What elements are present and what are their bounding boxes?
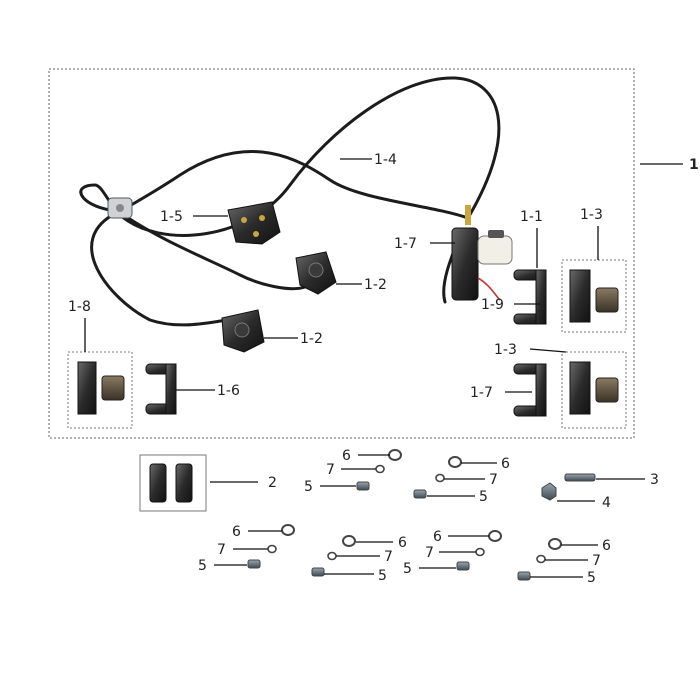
label-4: 4	[602, 495, 611, 511]
brake-hoses	[79, 76, 501, 327]
label-1-8: 1-8	[68, 299, 91, 315]
label-g5-5: 5	[403, 561, 412, 577]
label-1-2-upper: 1-2	[364, 277, 387, 293]
bracket-right-top	[513, 269, 547, 325]
label-1-3-top: 1-3	[580, 207, 603, 223]
label-assembly: 1	[689, 157, 699, 173]
bracket-left	[145, 363, 177, 415]
label-g1-6: 6	[342, 448, 351, 464]
label-g1-5: 5	[304, 479, 313, 495]
label-3: 3	[650, 472, 659, 488]
label-g3-6: 6	[232, 524, 241, 540]
label-1-5: 1-5	[160, 209, 183, 225]
label-g1-7: 7	[326, 462, 335, 478]
label-1-7-bottom: 1-7	[470, 385, 493, 401]
label-g3-7: 7	[217, 542, 226, 558]
label-1-3-bottom: 1-3	[494, 342, 517, 358]
bushings-box	[139, 454, 207, 512]
bracket-right-bottom	[513, 363, 547, 417]
label-g4-7: 7	[384, 549, 393, 565]
label-1-7-top: 1-7	[394, 236, 417, 252]
master-cylinder	[451, 205, 513, 301]
label-2: 2	[268, 475, 277, 491]
hardware-parts	[247, 449, 596, 581]
pads-left-group	[67, 351, 133, 429]
pads-right-top-group	[561, 259, 627, 333]
hose-tee-fitting	[107, 197, 133, 219]
label-1-4: 1-4	[374, 152, 397, 168]
label-g6-5: 5	[587, 570, 596, 586]
caliper-front-left	[227, 201, 281, 245]
label-g2-5: 5	[479, 489, 488, 505]
pads-right-bottom-group	[561, 351, 627, 429]
label-g4-5: 5	[378, 568, 387, 584]
assembly-frame	[48, 68, 635, 439]
label-g4-6: 6	[398, 535, 407, 551]
label-1-2-lower: 1-2	[300, 331, 323, 347]
label-g6-7: 7	[592, 553, 601, 569]
caliper-upper	[295, 251, 337, 295]
label-g2-6: 6	[501, 456, 510, 472]
label-g6-6: 6	[602, 538, 611, 554]
label-1-9: 1-9	[481, 297, 504, 313]
label-g5-7: 7	[425, 545, 434, 561]
label-g2-7: 7	[489, 472, 498, 488]
leader-lines	[84, 158, 683, 578]
label-1-6: 1-6	[217, 383, 240, 399]
caliper-lower	[221, 309, 265, 353]
label-g5-6: 6	[433, 529, 442, 545]
callout-labels: 1 1-5 1-4 1-2 1-2 1-6 1-8 1-7 1-9 1-1 1-…	[68, 152, 699, 586]
label-1-1: 1-1	[520, 209, 543, 225]
label-g3-5: 5	[198, 558, 207, 574]
